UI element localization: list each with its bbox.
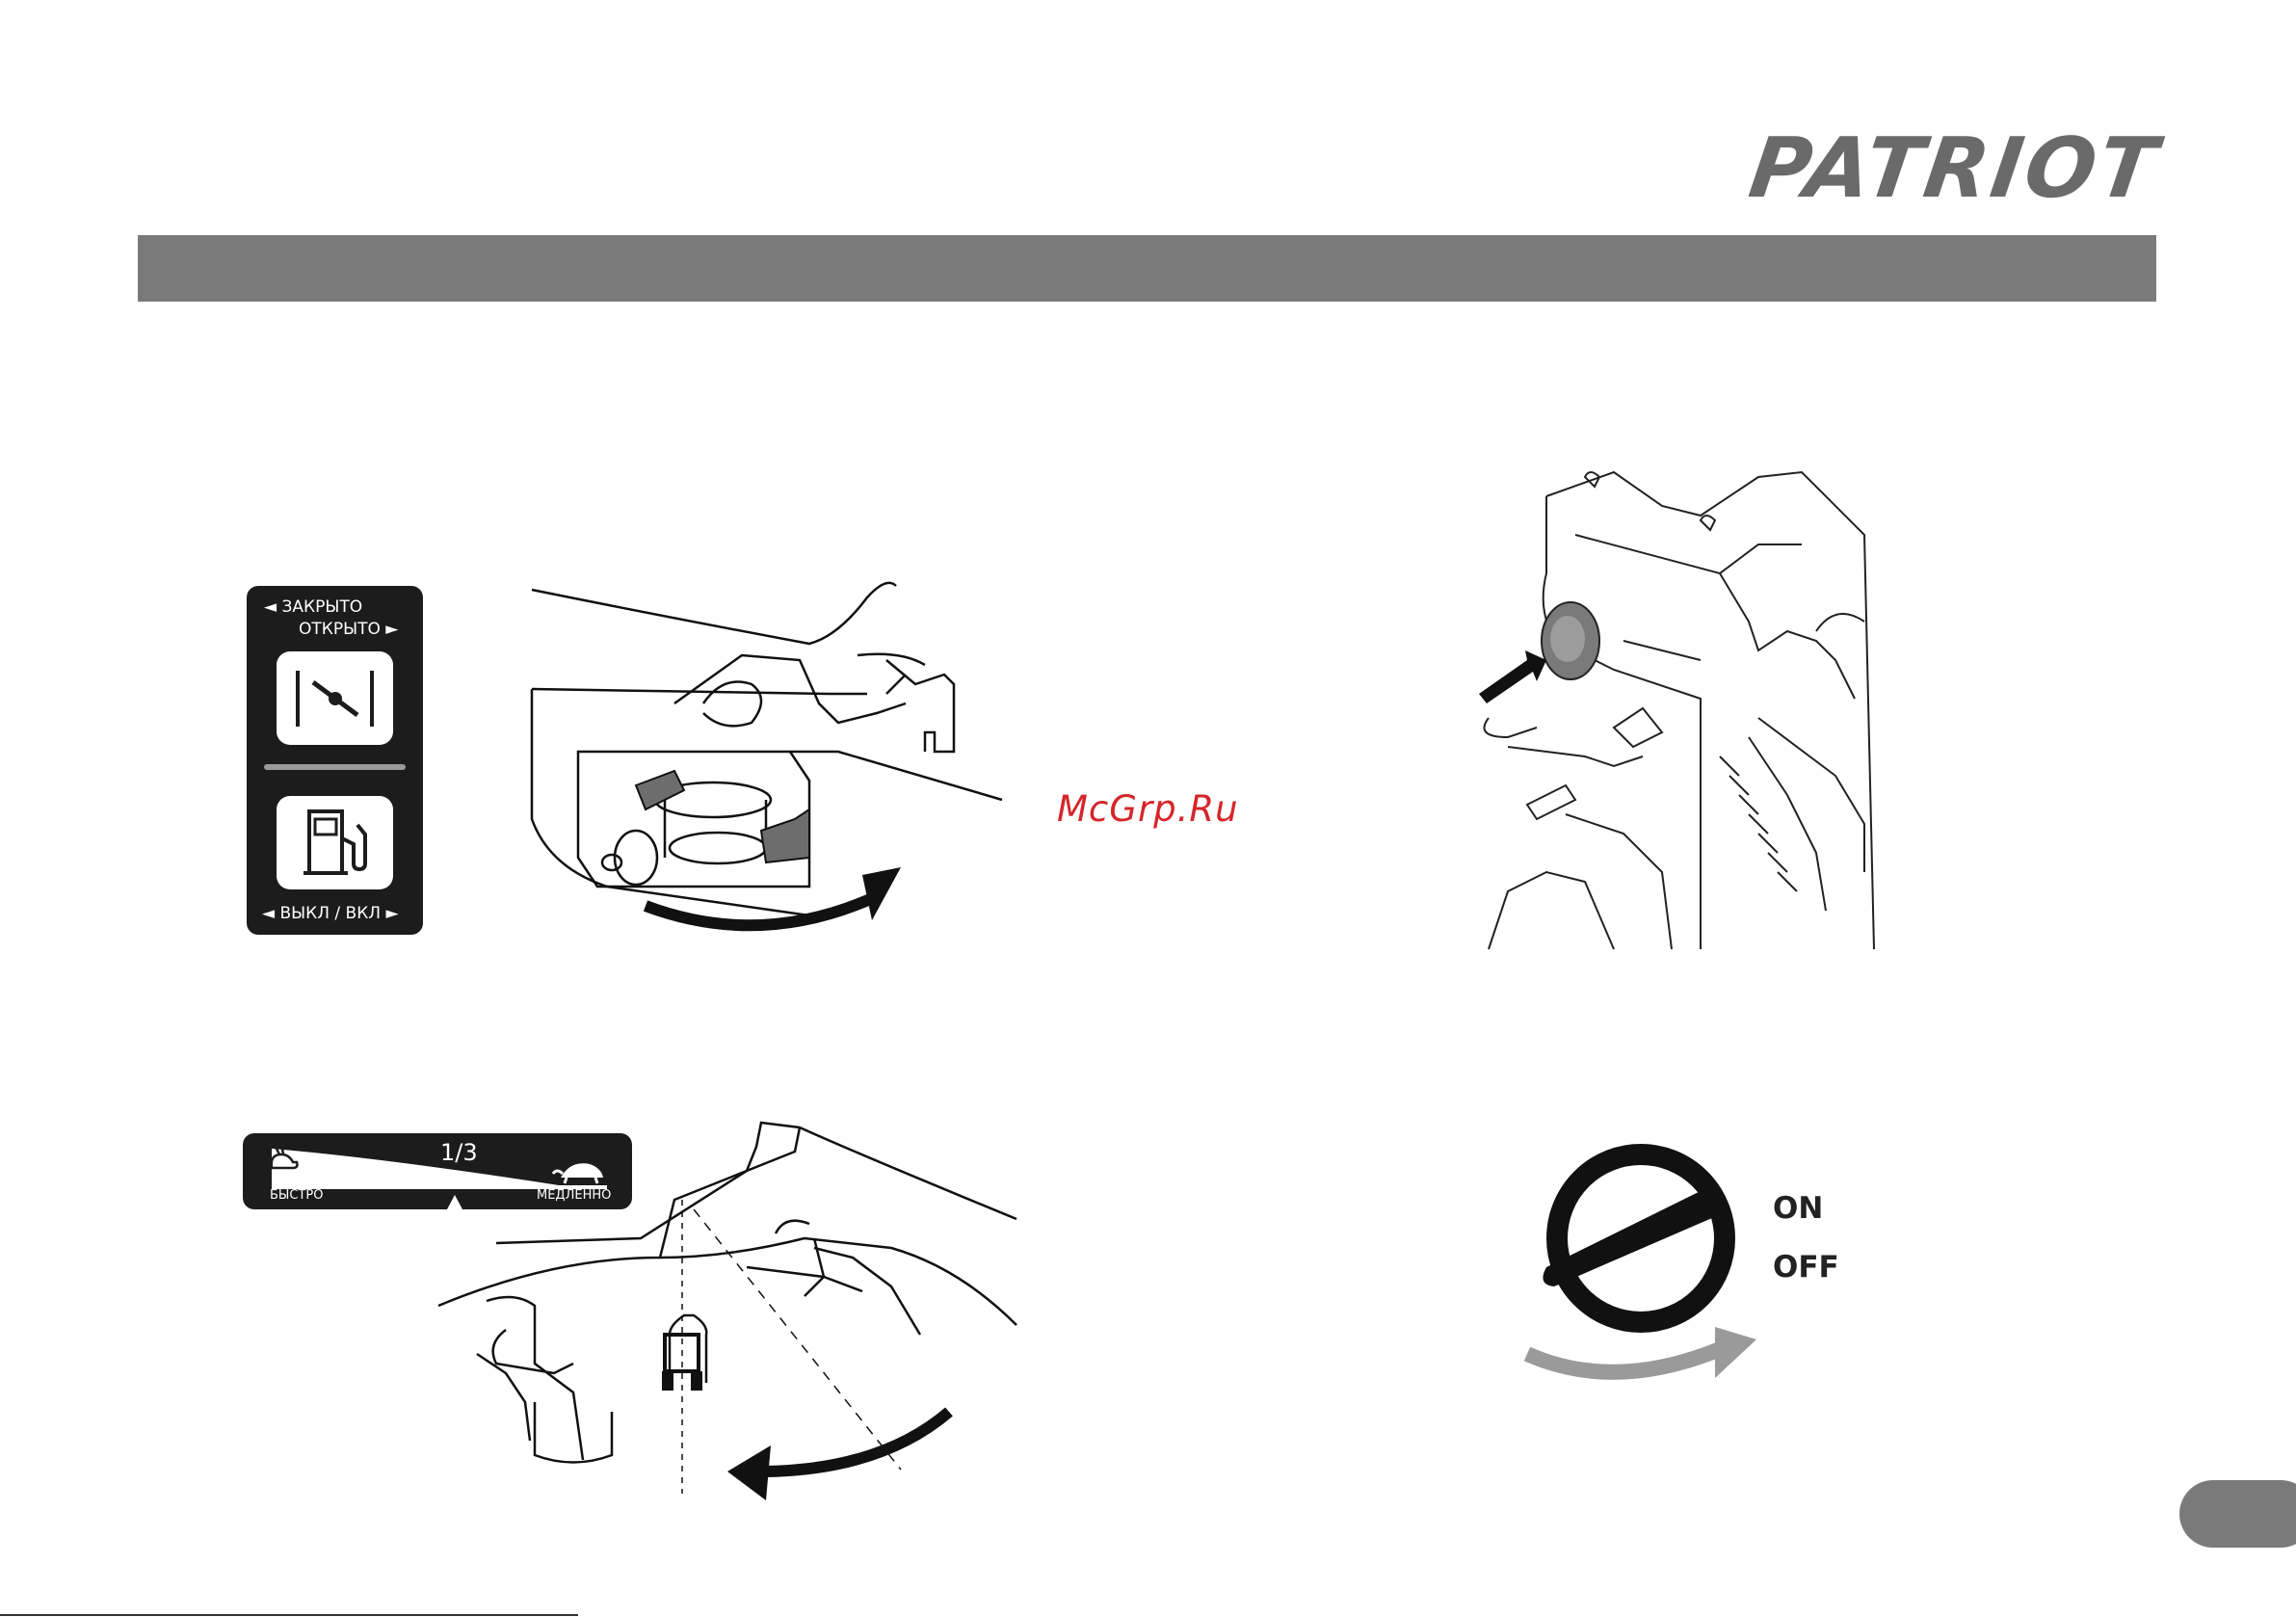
switch-off-text: OFF (1773, 1250, 1839, 1285)
rabbit-fast-icon (264, 1141, 303, 1174)
bottom-line (0, 1614, 578, 1616)
panel-divider (264, 764, 406, 770)
page-number-tab (2179, 1480, 2296, 1548)
choke-closed-text: ◄ ЗАКРЫТО (264, 597, 362, 617)
brand-logo: PATRIOT (1666, 125, 2165, 212)
engine-switch-dial (1527, 1142, 1758, 1383)
fuel-pump-icon (277, 796, 393, 889)
header-bar (138, 235, 2156, 302)
throttle-fast-text: БЫСТРО (270, 1188, 323, 1203)
fuel-off-on-text: ◄ ВЫКЛ / ВКЛ ► (262, 904, 399, 923)
throttle-lever-drawing (438, 1123, 1016, 1494)
choke-fuel-label-panel: ◄ ЗАКРЫТО ОТКРЫТО ► ◄ ВЫКЛ / ВКЛ ► (247, 586, 423, 935)
watermark: McGrp.Ru (1057, 788, 1239, 830)
choke-icon (277, 651, 393, 745)
carburetor-drawing (520, 569, 1021, 935)
switch-on-text: ON (1773, 1191, 1823, 1226)
engine-primer-drawing (1469, 467, 1879, 954)
choke-open-text: ОТКРЫТО ► (299, 620, 398, 639)
